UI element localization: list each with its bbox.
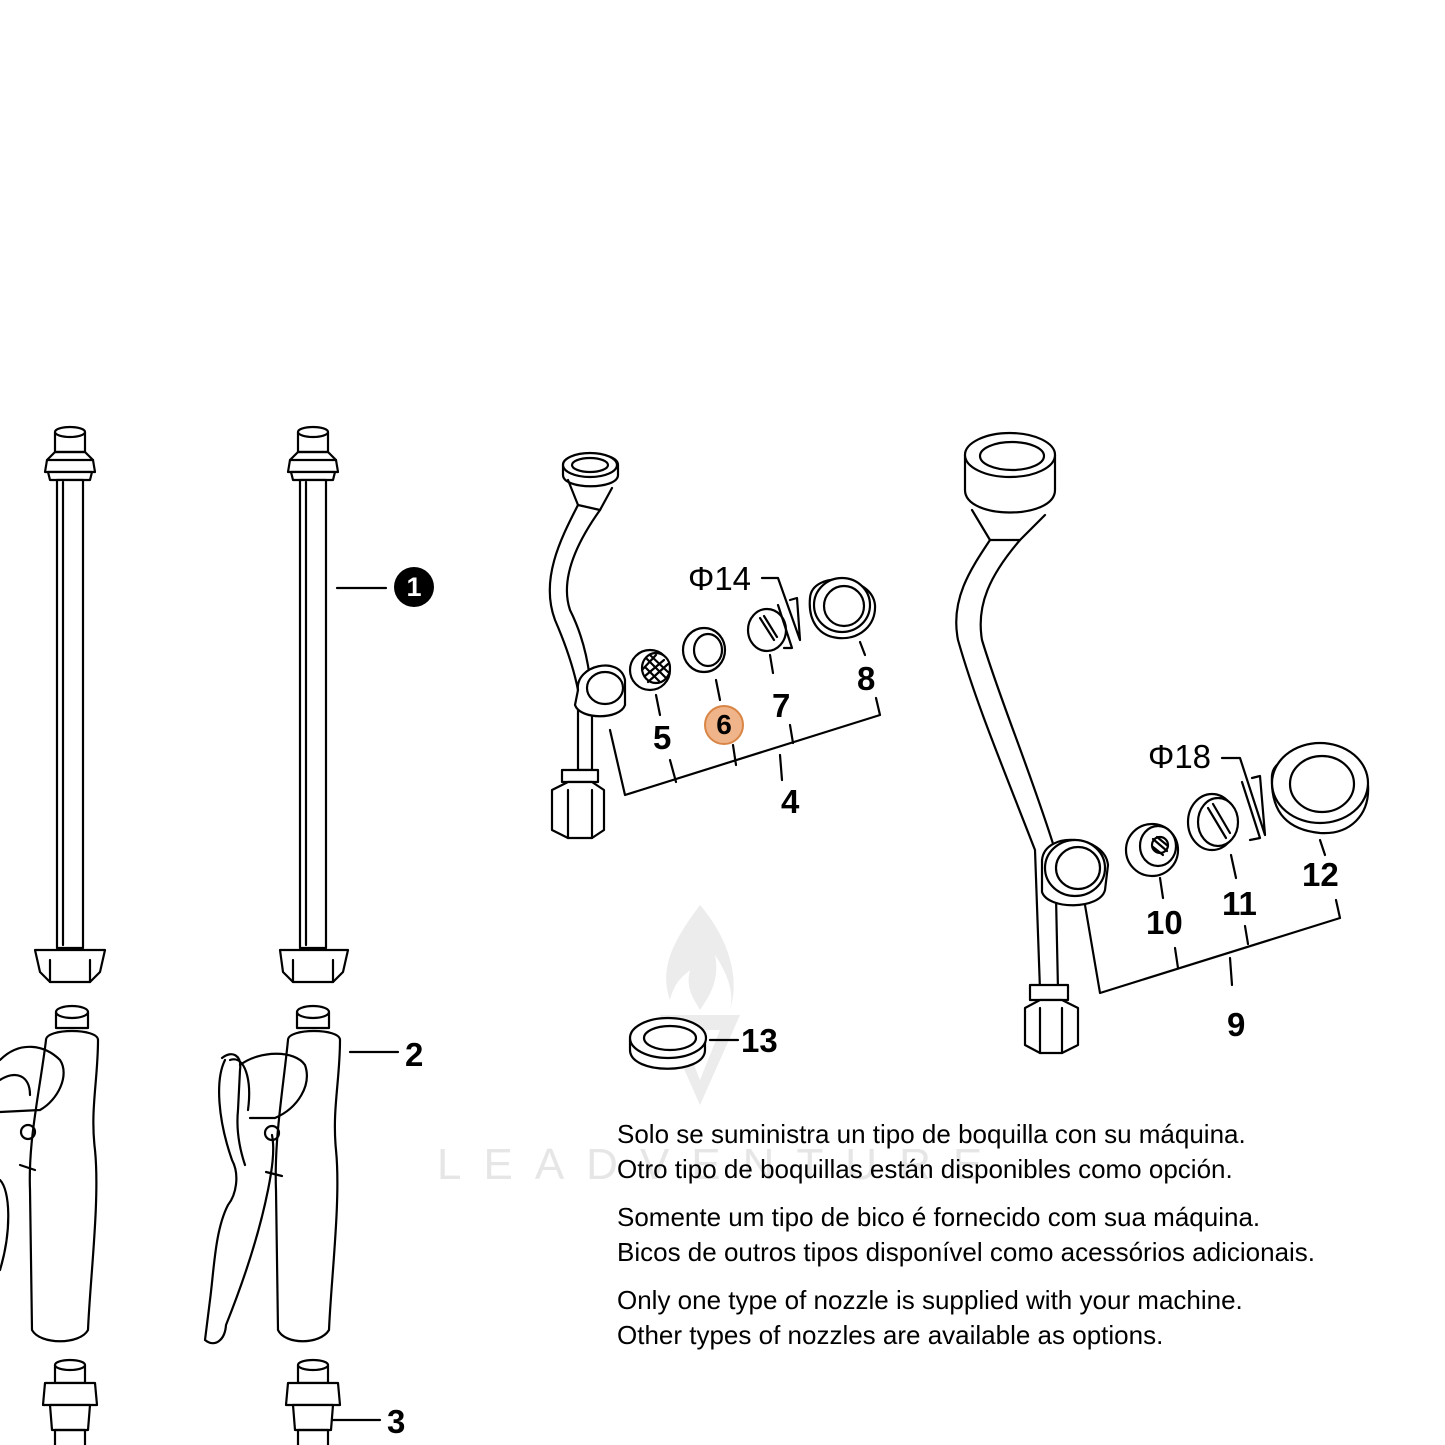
nozzle-tip-small: [746, 607, 788, 653]
note-portuguese: Somente um tipo de bico é fornecido com …: [617, 1200, 1437, 1270]
connector-left: [41, 1358, 99, 1445]
notes-block: Solo se suministra un tipo de boquilla c…: [617, 1117, 1437, 1366]
note-line: Bicos de outros tipos disponível como ac…: [617, 1237, 1316, 1267]
nozzle-tip-large: [1186, 792, 1240, 852]
callout-13[interactable]: 13: [741, 1022, 778, 1059]
spray-gun-left: [0, 1004, 100, 1343]
nozzle-cap-small: [808, 576, 877, 640]
callout-6-highlighted[interactable]: 6: [704, 705, 744, 745]
note-line: Only one type of nozzle is supplied with…: [617, 1285, 1243, 1315]
callout-2[interactable]: 2: [405, 1036, 424, 1073]
spray-gun: [203, 1004, 342, 1345]
note-line: Otro tipo de boquillas están disponibles…: [617, 1154, 1233, 1184]
bracket-4: [608, 696, 882, 797]
callout-9[interactable]: 9: [1227, 1006, 1246, 1043]
note-line: Other types of nozzles are available as …: [617, 1320, 1164, 1350]
callout-8[interactable]: 8: [857, 660, 876, 697]
nozzle-filter-large: [1124, 822, 1180, 878]
dimension-label-small: Φ14: [688, 560, 752, 597]
lance-tube: [278, 425, 350, 984]
note-spanish: Solo se suministra un tipo de boquilla c…: [617, 1117, 1437, 1187]
callout-12[interactable]: 12: [1302, 856, 1339, 893]
callout-1[interactable]: 1: [394, 567, 434, 607]
note-english: Only one type of nozzle is supplied with…: [617, 1283, 1437, 1353]
note-line: Somente um tipo de bico é fornecido com …: [617, 1202, 1261, 1232]
nozzle-pipe-small: [548, 451, 627, 840]
hose-connector: [284, 1358, 342, 1445]
callout-10[interactable]: 10: [1146, 904, 1183, 941]
dimension-label-large: Φ18: [1148, 738, 1212, 775]
callout-3[interactable]: 3: [387, 1403, 406, 1440]
callout-7[interactable]: 7: [772, 687, 791, 724]
nozzle-cap-large: [1270, 741, 1370, 835]
bracket-9: [1083, 898, 1342, 995]
lance-tube-left: [33, 425, 107, 984]
watermark-text: LEADVENTURE: [437, 1140, 1005, 1189]
callout-5[interactable]: 5: [653, 719, 672, 756]
callout-4[interactable]: 4: [781, 783, 800, 820]
note-line: Solo se suministra un tipo de boquilla c…: [617, 1119, 1246, 1149]
nozzle-filter-small: [628, 648, 672, 692]
nozzle-ring-small: [681, 626, 727, 674]
nozzle-seal: [628, 1016, 708, 1070]
callout-11[interactable]: 11: [1222, 885, 1257, 922]
nozzle-pipe-large: [955, 431, 1110, 1055]
